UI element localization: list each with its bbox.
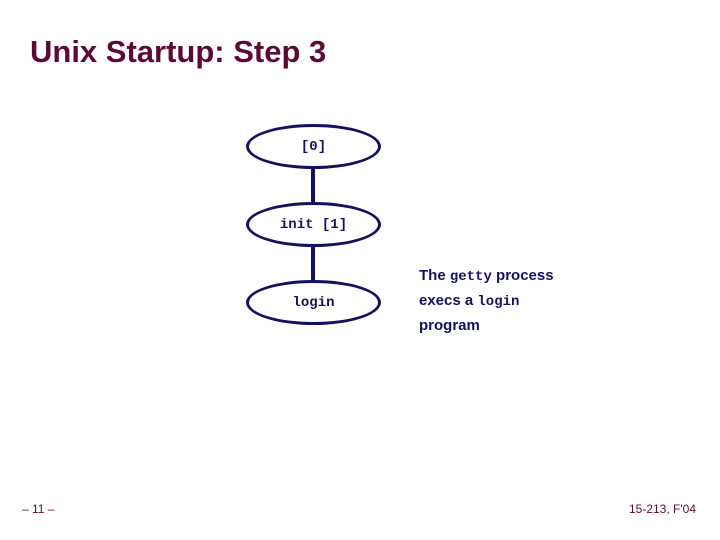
process-node-init-label: init [1] [279, 216, 348, 233]
edge-init-to-zero [311, 165, 315, 207]
slide-number: – 11 – [22, 502, 55, 516]
annotation-login-code: login [477, 294, 520, 310]
annotation-text: The getty process execs a login program [419, 264, 669, 337]
annotation-line-1-prefix: The [419, 267, 450, 284]
process-node-zero: [0] [246, 124, 381, 169]
process-node-init: init [1] [246, 202, 381, 247]
annotation-line-1-suffix: process [491, 267, 554, 284]
course-label: 15-213, F'04 [628, 502, 696, 516]
annotation-line-2: execs a login [419, 289, 669, 314]
annotation-line-3: program [419, 317, 480, 334]
annotation-line-1: The getty process [419, 264, 669, 289]
edge-login-to-init [311, 243, 315, 285]
process-node-login: login [246, 280, 381, 325]
annotation-getty-code: getty [449, 269, 492, 285]
process-tree-diagram: [0] init [1] login [240, 115, 400, 340]
process-node-zero-label: [0] [300, 138, 327, 155]
page-title: Unix Startup: Step 3 [30, 34, 327, 69]
annotation-line-2-prefix: execs a [419, 292, 478, 309]
process-node-login-label: login [292, 294, 335, 311]
